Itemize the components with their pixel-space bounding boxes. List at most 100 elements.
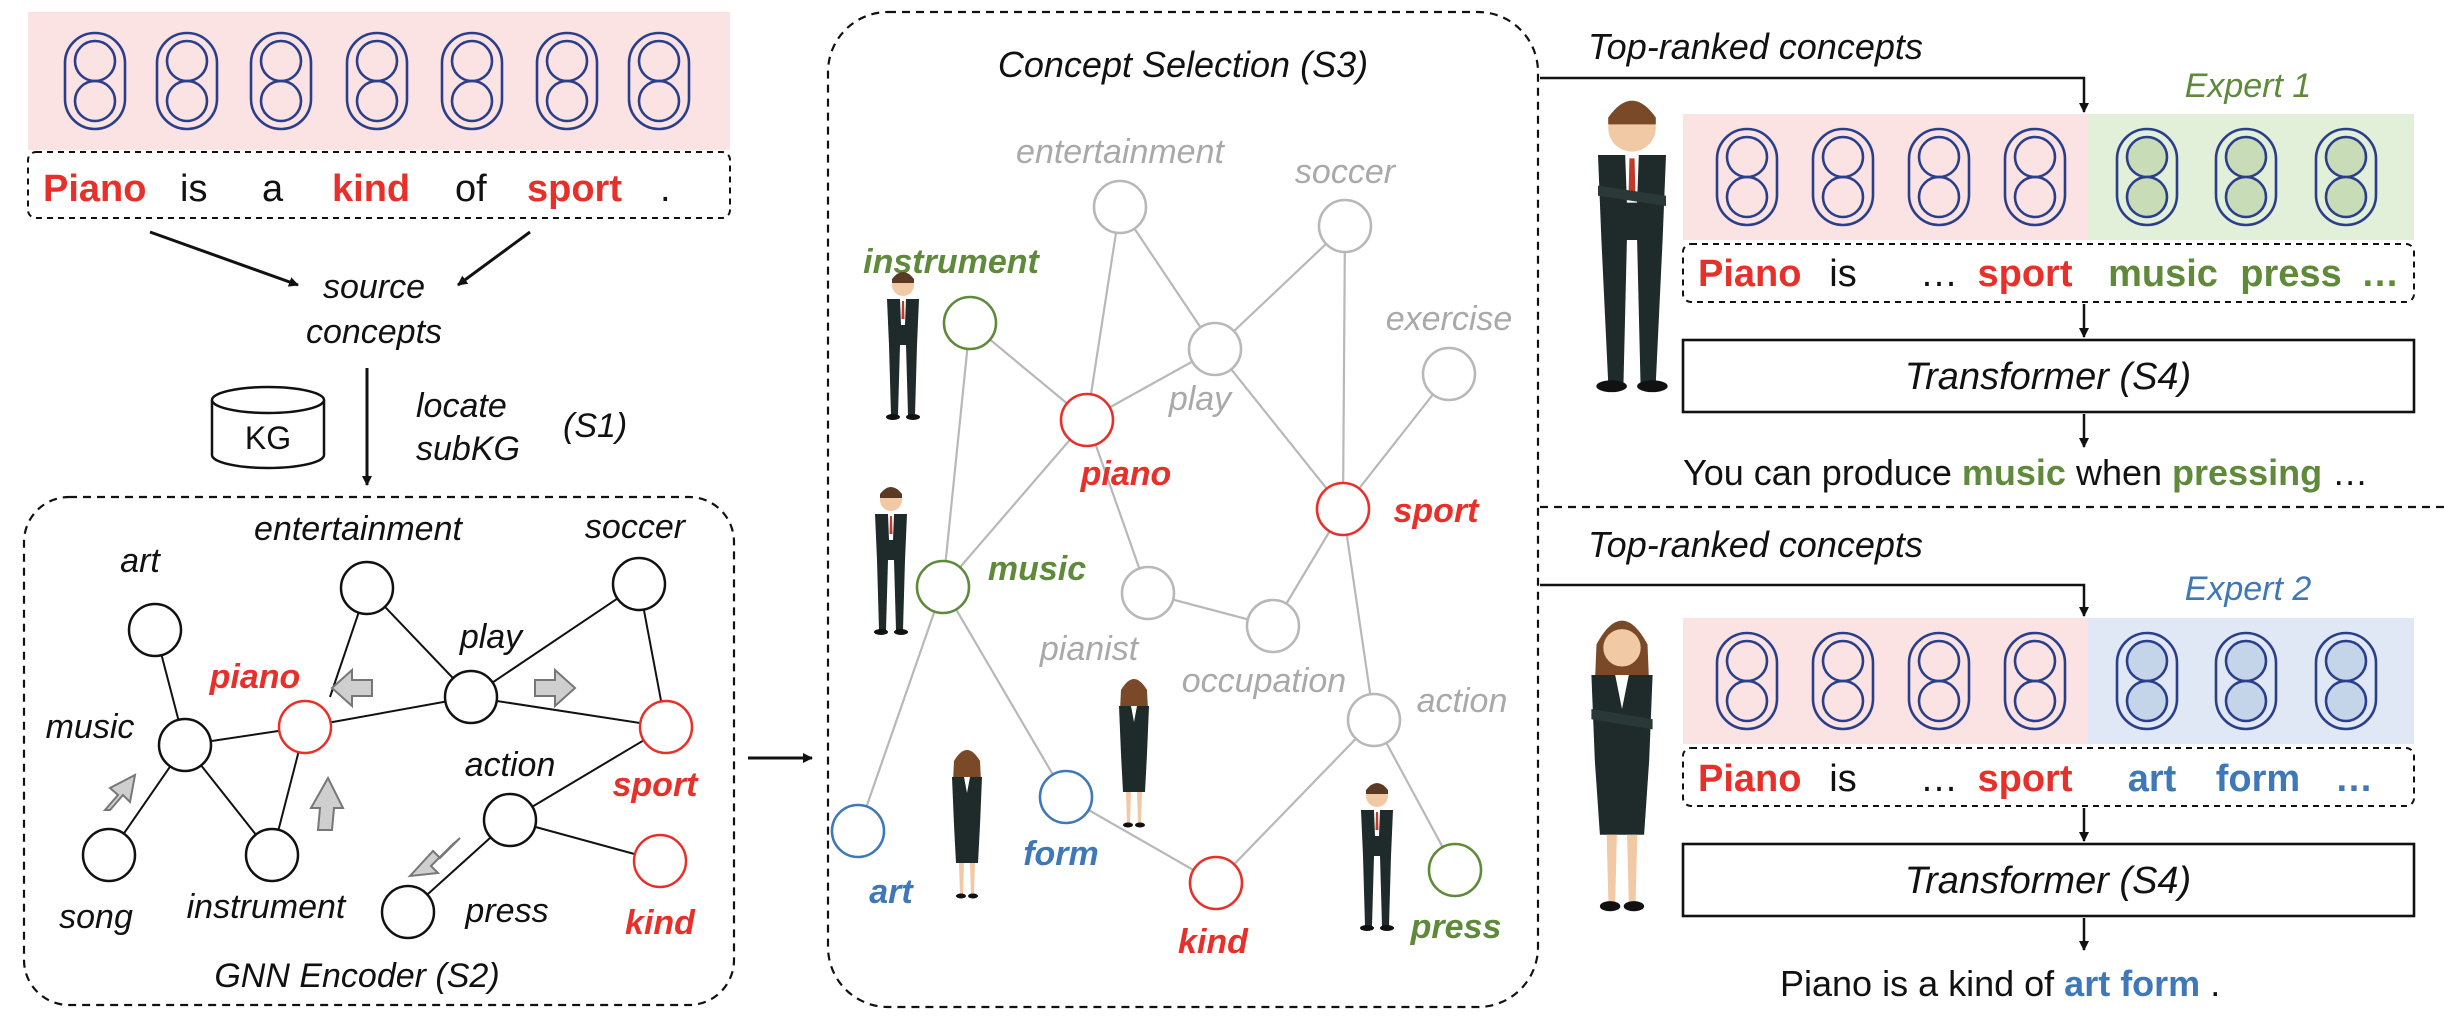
sel-node-instrument xyxy=(942,295,998,351)
output-text: . xyxy=(2200,963,2220,1004)
expert-1-sentence-box xyxy=(1682,243,2415,303)
transformer-label: Transformer (S4) xyxy=(1905,356,2191,398)
sel-node-occupation xyxy=(1245,598,1301,654)
sel-node-music xyxy=(915,559,971,615)
gnn-label-sport: sport xyxy=(613,766,700,804)
locate-step: (S1) xyxy=(563,407,627,445)
output-text: Piano is a kind of xyxy=(1780,963,2064,1004)
word-of: of xyxy=(455,168,487,210)
gnn-label-soccer: soccer xyxy=(585,508,687,546)
gnn-encoder-panel: art entertainment soccer music piano pla… xyxy=(22,495,736,1007)
sel-label-exercise: exercise xyxy=(1386,300,1513,338)
selection-box xyxy=(826,10,1540,1009)
sel-node-form xyxy=(1038,769,1094,825)
man-figure xyxy=(886,272,920,420)
sel-node-press xyxy=(1427,842,1483,898)
expert-1-output: You can produce music when pressing … xyxy=(1683,452,2368,493)
gnn-label-art: art xyxy=(120,542,161,580)
sel-label-kind: kind xyxy=(1178,923,1249,961)
sel-label-press: press xyxy=(1410,908,1502,946)
gnn-label-piano: piano xyxy=(209,658,301,696)
sel-node-art xyxy=(830,803,886,859)
gnn-node-instrument xyxy=(244,827,300,883)
gnn-label-song: song xyxy=(59,898,133,936)
sel-label-art: art xyxy=(869,873,914,911)
sentence-box xyxy=(27,151,731,219)
gnn-node-art xyxy=(127,602,183,658)
e1-word-music: music xyxy=(2108,253,2218,295)
word-kind: kind xyxy=(332,168,410,210)
kg-label: KG xyxy=(245,420,291,456)
sel-node-exercise xyxy=(1421,346,1477,402)
gnn-node-action xyxy=(482,792,538,848)
gnn-label-press: press xyxy=(464,892,548,930)
sel-node-pianist xyxy=(1120,565,1176,621)
sel-node-sport xyxy=(1315,481,1371,537)
source-concepts-label: source xyxy=(323,268,425,306)
expert-1-panel: Top-ranked concepts Expert 1 Piano is … … xyxy=(1540,26,2416,493)
sel-node-soccer xyxy=(1317,198,1373,254)
word-piano: Piano xyxy=(43,168,146,210)
selection-title: Concept Selection (S3) xyxy=(998,44,1368,85)
expert-2-sentence-box xyxy=(1682,747,2415,807)
gnn-node-music xyxy=(157,717,213,773)
expert-2-output: Piano is a kind of art form . xyxy=(1780,963,2220,1004)
sel-label-action: action xyxy=(1417,682,1508,720)
sel-label-pianist: pianist xyxy=(1039,630,1140,668)
gnn-label-action: action xyxy=(465,746,556,784)
gnn-node-press xyxy=(380,884,436,940)
gnn-node-sport xyxy=(638,699,694,755)
e1-word-is: is xyxy=(1829,253,1856,295)
word-period: . xyxy=(660,168,671,210)
e2-word-is: is xyxy=(1829,758,1856,800)
arrow-to-source xyxy=(457,230,531,287)
gnn-node-song xyxy=(81,827,137,883)
output-concept-music: music xyxy=(1962,452,2066,493)
locate-label: subKG xyxy=(416,430,520,468)
arrow-top-ranked xyxy=(1540,76,2089,113)
sel-label-sport: sport xyxy=(1394,492,1481,530)
businesswoman-figure xyxy=(1591,620,1653,912)
word-a: a xyxy=(262,168,284,210)
expert-2-label: Expert 2 xyxy=(2185,570,2312,608)
source-concepts-label: concepts xyxy=(306,313,442,351)
gnn-node-kind xyxy=(632,833,688,889)
word-sport: sport xyxy=(527,168,622,210)
arrow-top-ranked xyxy=(1540,583,2089,617)
e2-word-art: art xyxy=(2128,758,2177,800)
sel-node-action xyxy=(1346,692,1402,748)
sel-label-play: play xyxy=(1168,380,1233,418)
sel-label-occupation: occupation xyxy=(1182,662,1346,700)
sel-label-music: music xyxy=(988,550,1086,588)
sel-node-entertainment xyxy=(1092,179,1148,235)
man-figure xyxy=(1360,783,1394,931)
e2-ellipsis-concepts: … xyxy=(2335,758,2373,800)
e2-word-sport: sport xyxy=(1978,758,2073,800)
e1-word-press: press xyxy=(2240,253,2341,295)
woman-figure xyxy=(1119,679,1149,828)
expert-1-label: Expert 1 xyxy=(2185,67,2312,105)
gnn-node-soccer xyxy=(611,556,667,612)
gnn-label-kind: kind xyxy=(625,904,696,942)
sel-label-soccer: soccer xyxy=(1295,153,1397,191)
gnn-label-play: play xyxy=(459,618,524,656)
e1-ellipsis: … xyxy=(1920,253,1958,295)
top-ranked-label: Top-ranked concepts xyxy=(1588,524,1923,565)
gnn-box xyxy=(22,495,736,1007)
transformer-label: Transformer (S4) xyxy=(1905,860,2191,902)
expert-2-panel: Top-ranked concepts Expert 2 Piano is … … xyxy=(1540,524,2416,1004)
sel-node-kind xyxy=(1188,855,1244,911)
gnn-node-piano xyxy=(277,699,333,755)
top-ranked-label: Top-ranked concepts xyxy=(1588,26,1923,67)
e2-word-form: form xyxy=(2216,758,2300,800)
transformer-box xyxy=(1681,842,2416,918)
word-is: is xyxy=(180,168,207,210)
sel-node-play xyxy=(1187,321,1243,377)
sel-label-entertainment: entertainment xyxy=(1016,133,1225,171)
gnn-node-entertainment xyxy=(339,560,395,616)
gnn-title: GNN Encoder (S2) xyxy=(214,957,499,995)
sel-label-piano: piano xyxy=(1080,455,1172,493)
output-concept-art-form: art form xyxy=(2064,963,2200,1004)
gnn-node-play xyxy=(443,669,499,725)
